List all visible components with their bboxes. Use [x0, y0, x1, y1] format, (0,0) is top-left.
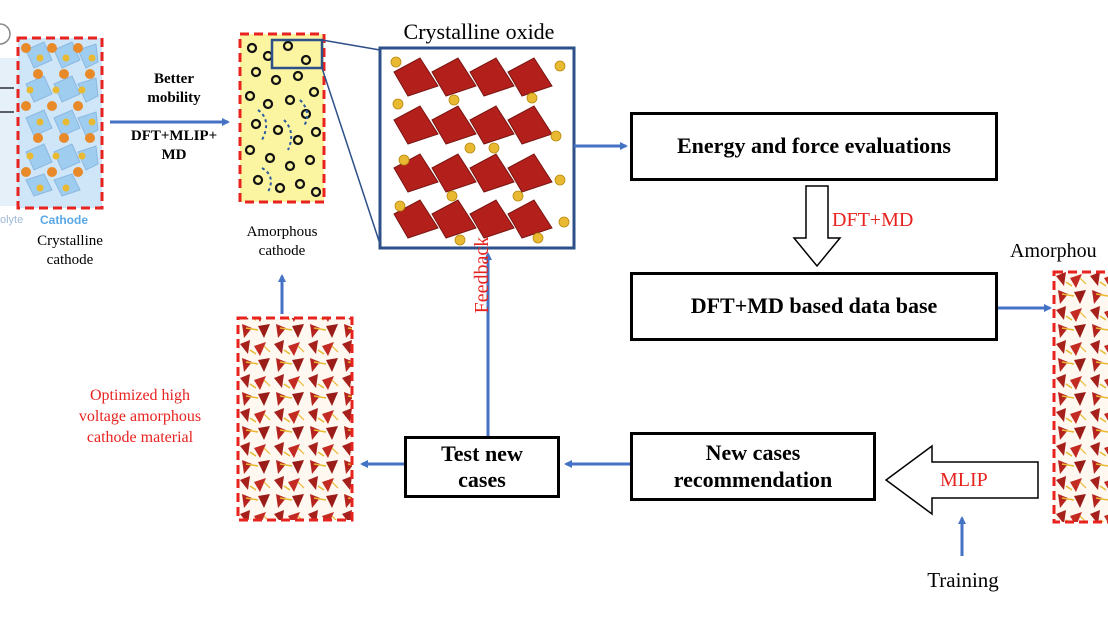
- test-new-cases-box: Test new cases: [404, 436, 560, 498]
- crystalline-cathode-illustration: [0, 23, 104, 210]
- optimized-amorphous-illustration: [236, 316, 354, 522]
- optimized-caption: Optimized high voltage amorphous cathode…: [78, 387, 202, 446]
- feedback-label: Feedback: [471, 236, 493, 314]
- database-label: DFT+MD based data base: [690, 293, 938, 319]
- training-label: Training: [927, 568, 999, 592]
- crystalline-oxide-illustration: [378, 46, 576, 250]
- amorphous-right-illustration: [1052, 270, 1108, 524]
- dftmd-hollow-arrow: [792, 185, 842, 268]
- new-cases-line2: recommendation: [673, 466, 833, 492]
- amorphous-cathode-illustration: [238, 32, 326, 204]
- new-cases-line1: New cases: [705, 440, 801, 466]
- database-box: DFT+MD based data base: [630, 272, 998, 341]
- cathode-tag: Cathode: [40, 213, 88, 227]
- amorphous-right-label: Amorphou: [1010, 240, 1097, 262]
- test-line1: Test new: [441, 440, 523, 466]
- dftmd-arrow-label: DFT+MD: [832, 209, 914, 231]
- electrolyte-partial-label: olyte: [0, 214, 24, 226]
- mlip-hollow-arrow: [884, 444, 1039, 516]
- energy-force-box: Energy and force evaluations: [630, 112, 998, 181]
- crystalline-oxide-title: Crystalline oxide: [403, 19, 555, 44]
- amorphous-cathode-caption: Amorphous cathode: [246, 224, 318, 259]
- energy-force-label: Energy and force evaluations: [677, 133, 951, 159]
- better-mobility-label: Better mobility: [147, 71, 201, 106]
- dft-mlip-md-label: DFT+MLIP+ MD: [130, 128, 218, 163]
- mlip-arrow-label: MLIP: [940, 469, 988, 491]
- new-cases-box: New cases recommendation: [630, 432, 876, 501]
- crystalline-cathode-caption: Crystalline cathode: [37, 233, 103, 268]
- test-line2: cases: [458, 467, 506, 492]
